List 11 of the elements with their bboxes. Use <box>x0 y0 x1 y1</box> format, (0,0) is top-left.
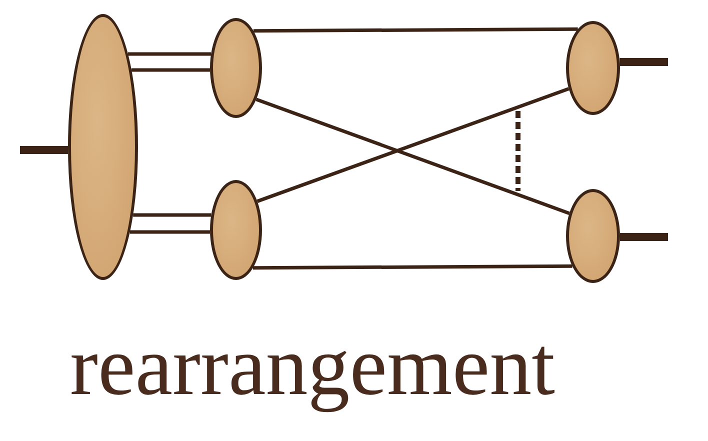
external-line <box>20 146 68 154</box>
connector-line <box>252 264 572 270</box>
connector-line <box>128 52 212 56</box>
connector-line <box>130 230 210 234</box>
external-line <box>620 58 668 66</box>
connector-line <box>133 213 212 217</box>
external-line <box>620 233 668 241</box>
title-text: rearrangement <box>70 319 556 415</box>
connector-line <box>256 98 570 216</box>
connector-line <box>132 68 210 72</box>
connector-line <box>253 27 578 33</box>
